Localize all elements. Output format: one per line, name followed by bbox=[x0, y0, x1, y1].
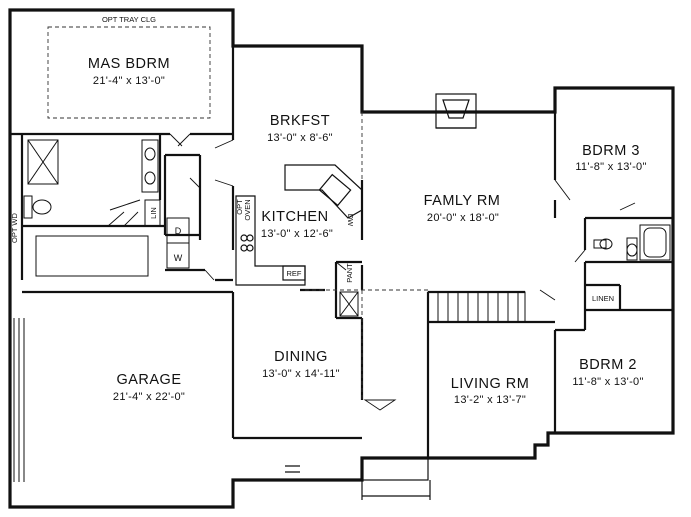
kitchen-name: KITCHEN bbox=[261, 209, 328, 225]
bdrm-2-name: BDRM 2 bbox=[579, 357, 637, 373]
pant-note: PANT bbox=[345, 263, 354, 283]
living-rm-name: LIVING RM bbox=[451, 376, 530, 392]
brkfst-dim: 13'-0" x 8'-6" bbox=[267, 132, 333, 144]
bdrm-3-name: BDRM 3 bbox=[582, 143, 640, 159]
mas-bdrm-dim: 21'-4" x 13'-0" bbox=[93, 75, 165, 87]
linen-closet bbox=[144, 199, 161, 227]
garage-dim: 21'-4" x 22'-0" bbox=[113, 391, 185, 403]
living-rm-dim: 13'-2" x 13'-7" bbox=[454, 394, 526, 406]
linen-note: LINEN bbox=[592, 294, 614, 303]
opt-note: OPT bbox=[235, 199, 244, 215]
kitchen-dim: 13'-0" x 12'-6" bbox=[261, 228, 333, 240]
hall-bath-fixtures bbox=[593, 224, 671, 261]
pantry-shelf bbox=[339, 291, 359, 317]
bdrm-3-dim: 11'-8" x 13'-0" bbox=[575, 161, 646, 173]
interior-walls bbox=[10, 46, 673, 458]
plan-notes: OPT TRAY CLG OPT WD LIN D W OPT OVEN DW … bbox=[10, 15, 614, 303]
door-swings bbox=[107, 133, 636, 411]
opt-tray-clg-note: OPT TRAY CLG bbox=[102, 15, 156, 24]
staircase bbox=[427, 291, 526, 323]
room-labels: MAS BDRM 21'-4" x 13'-0" BRKFST 13'-0" x… bbox=[88, 56, 646, 406]
mas-bdrm-name: MAS BDRM bbox=[88, 56, 170, 72]
exterior-walls bbox=[8, 8, 675, 509]
fireplace bbox=[435, 93, 477, 129]
famly-rm-dim: 20'-0" x 18'-0" bbox=[427, 212, 499, 224]
dining-dim: 13'-0" x 14'-11" bbox=[262, 368, 340, 380]
kitchen-counter bbox=[235, 195, 306, 286]
lin-note: LIN bbox=[149, 207, 158, 219]
washer-note: W bbox=[174, 253, 183, 263]
oven-note: OVEN bbox=[243, 199, 252, 220]
dashed-openings bbox=[47, 26, 428, 400]
garage-name: GARAGE bbox=[116, 372, 181, 388]
kitchen-island bbox=[284, 164, 363, 219]
dryer-note: D bbox=[175, 226, 182, 236]
bdrm-2-dim: 11'-8" x 13'-0" bbox=[572, 376, 643, 388]
dining-name: DINING bbox=[274, 349, 328, 365]
dw-note: DW bbox=[346, 214, 355, 227]
ref-note: REF bbox=[287, 269, 302, 278]
brkfst-name: BRKFST bbox=[270, 113, 330, 129]
garage-door bbox=[13, 318, 25, 482]
master-bath-fixtures bbox=[23, 139, 159, 277]
front-porch bbox=[285, 457, 431, 500]
opt-wd-note: OPT WD bbox=[10, 212, 19, 242]
washer-dryer bbox=[166, 217, 190, 269]
famly-rm-name: FAMLY RM bbox=[424, 193, 501, 209]
